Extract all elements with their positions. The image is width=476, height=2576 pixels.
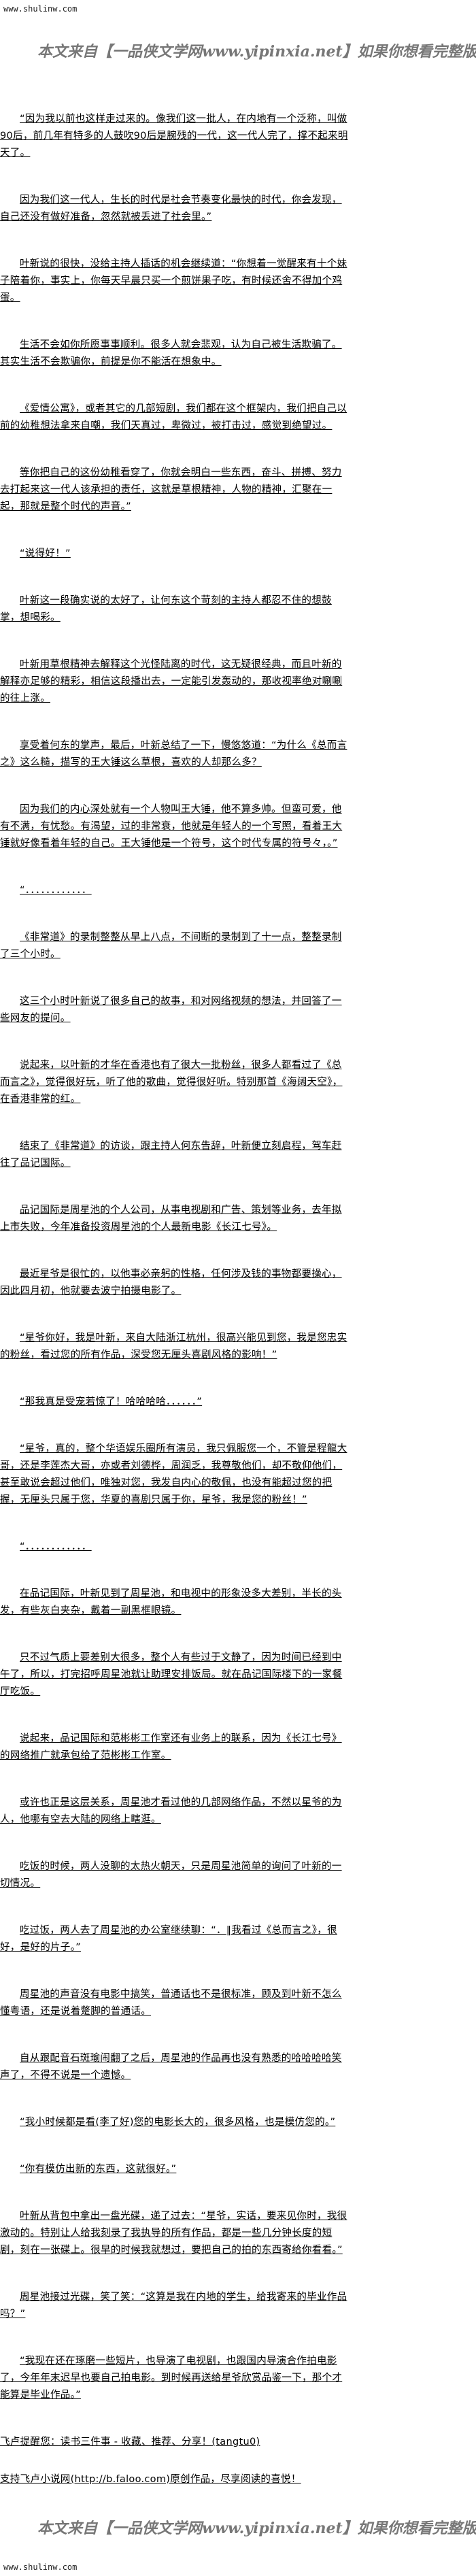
paragraph: 最近星爷是很忙的，以他事必亲躬的性格，任何涉及钱的事物都要操心，因此四月初，他就… — [0, 1269, 342, 1297]
paragraph: 生活不会如你所愿事事顺利。很多人就会悲观，认为自己被生活欺骗了。其实生活不会欺骗… — [0, 339, 342, 367]
paragraph: 品记国际是周星池的个人公司，从事电视剧和广告、策划等业务，去年拟上市失败，今年准… — [0, 1205, 342, 1233]
paragraph: 自从跟配音石斑瑜闹翻了之后，周星池的作品再也没有熟悉的哈哈哈哈笑声了，不得不说是… — [0, 2053, 342, 2081]
paragraph: 在品记国际，叶新见到了周星池，和电视中的形象没多大差别，半长的头发，有些灰白夹杂… — [0, 1588, 342, 1616]
faloo-reminder: 飞卢提醒您：读书三件事 - 收藏、推荐、分享！(tangtu0) — [0, 2437, 260, 2447]
paragraph: 周星池接过光碟，笑了笑：“这算是我在内地的学生，给我寄来的毕业作品吗？” — [0, 2292, 347, 2320]
paragraph: “星爷，真的，整个华语娱乐圈所有演员，我只佩服您一个，不管是程龍大哥，还是李莲杰… — [0, 1443, 347, 1505]
chapter-footer: 飞卢提醒您：读书三件事 - 收藏、推荐、分享！(tangtu0) 支持飞卢小说网… — [0, 2434, 350, 2488]
faloo-support-link[interactable]: 支持飞卢小说网(http://b.faloo.com)原创作品，尽享阅读的喜悦！ — [0, 2474, 301, 2485]
paragraph: 享受着何东的掌声，最后，叶新总结了一下，慢悠悠道：“为什么《总而言之》这么糙，描… — [0, 740, 347, 768]
paragraph: 叶新说的很快，没给主持人插话的机会继续道：“你想着一觉醒来有十个妹子陪着你，事实… — [0, 258, 347, 303]
paragraph: 等你把自己的这份幼稚看穿了，你就会明白一些东西，奋斗、拼搏、努力去打起来这一代人… — [0, 467, 342, 512]
source-banner-top: 本文来自【一品侠文学网www.yipinxia.net】如果你想看完整版小说，请 — [37, 43, 476, 61]
paragraph: “．．．．．．．．．．．． — [20, 1541, 92, 1552]
paragraph: 《爱情公寓》，或者其它的几部短剧，我们都在这个框架内，我们把自己以前的幼稚想法拿… — [0, 403, 347, 431]
paragraph: 吃过饭，两人去了周星池的办公室继续聊：“．‖我看过《总而言之》，很好，是好的片子… — [0, 1925, 337, 1953]
paragraph: 叶新用草根精神去解释这个光怪陆离的时代，这无疑很经典，而且叶新的解释亦足够的精彩… — [0, 659, 343, 704]
paragraph: 因为我们的内心深处就有一个人物叫王大锤，他不算多帅。但蛮可爱，他有不满，有忧愁。… — [0, 804, 343, 849]
paragraph: “我现在还在琢磨一些短片，也导演了电视剧，也跟国内导演合作拍电影了，今年年末迟早… — [0, 2356, 343, 2401]
paragraph: “你有模仿出新的东西，这就很好。” — [20, 2164, 177, 2175]
paragraph: 因为我们这一代人，生长的时代是社会节奏变化最快的时代，你会发现，自己还没有做好准… — [0, 195, 342, 222]
paragraph: “．．．．．．．．．．．． — [20, 885, 92, 896]
paragraph: 吃饭的时候，两人没聊的太热火朝天，只是周星池简单的询问了叶新的一切情况。 — [0, 1861, 342, 1889]
source-banner-bottom: 本文来自【一品侠文学网www.yipinxia.net】如果你想看完整版小说，请 — [37, 2520, 476, 2537]
paragraph: 结束了《非常道》的访谈，跟主持人何东告辞，叶新便立刻启程，驾车赶往了品记国际。 — [0, 1141, 342, 1169]
paragraph: 只不过气质上要差别大很多，整个人有些过于文静了，因为时间已经到中午了，所以，打完… — [0, 1652, 343, 1697]
site-url-bottom: www.shulinw.com — [3, 2562, 78, 2572]
paragraph: “星爷你好，我是叶新，来自大陆浙江杭州，很高兴能见到您，我是您忠实的粉丝，看过您… — [0, 1333, 347, 1360]
site-url-top: www.shulinw.com — [3, 4, 78, 14]
paragraph: 叶新这一段确实说的太好了，让何东这个苛刻的主持人都忍不住的想鼓掌，想喝彩。 — [0, 595, 332, 623]
paragraph: 或许也正是这层关系，周星池才看过他的几部网络作品，不然以星爷的为人，他哪有空去大… — [0, 1797, 342, 1825]
paragraph: “说得好！” — [20, 548, 71, 559]
paragraph: 叶新从背包中拿出一盘光碟，递了过去：“星爷，实话，要来见你时，我很激动的。特别让… — [0, 2211, 347, 2256]
paragraph: 说起来，以叶新的才华在香港也有了很大一批粉丝，很多人都看过了《总而言之》，觉得很… — [0, 1060, 343, 1105]
paragraph: 这三个小时叶新说了很多自己的故事，和对网络视频的想法，并回答了一些网友的提问。 — [0, 996, 342, 1024]
paragraph: 《非常道》的录制整整从早上八点，不间断的录制到了十一点，整整录制了三个小时。 — [0, 932, 342, 960]
paragraph: “我小时候都是看(李了好)您的电影长大的，很多风格，也是模仿您的。” — [20, 2117, 336, 2128]
paragraph: “那我真是受宠若惊了！哈哈哈哈．．．．．．” — [20, 1396, 203, 1407]
chapter-content: “因为我以前也这样走过来的。像我们这一批人，在内地有一个泛称，叫做90后，前几年… — [0, 111, 350, 2404]
paragraph: 周星池的声音没有电影中搞笑，普通话也不是很标准，顾及到叶新不怎么懂粤语，还是说着… — [0, 1989, 342, 2017]
paragraph: 说起来，品记国际和范彬彬工作室还有业务上的联系，因为《长江七号》的网络推广就承包… — [0, 1733, 342, 1761]
paragraph: “因为我以前也这样走过来的。像我们这一批人，在内地有一个泛称，叫做90后，前几年… — [0, 114, 348, 158]
